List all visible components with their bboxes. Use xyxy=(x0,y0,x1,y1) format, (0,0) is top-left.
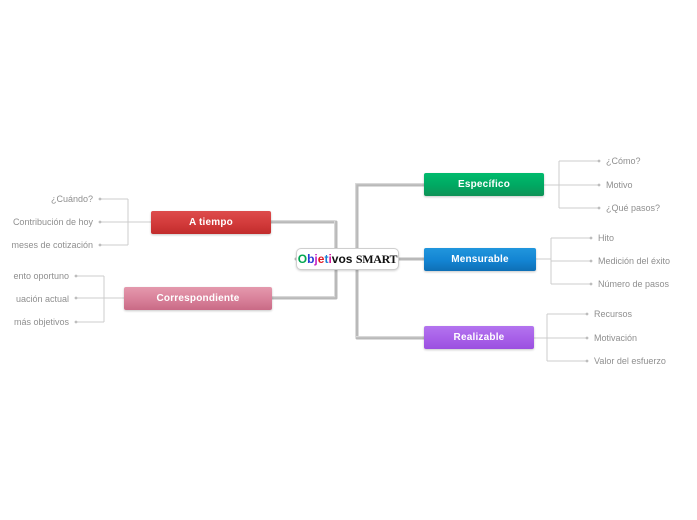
branch-label-especifico: Específico xyxy=(457,179,511,190)
subtree-especifico-markers xyxy=(597,159,601,210)
leaf-a-tiempo-0[interactable]: ¿Cuándo? xyxy=(50,194,93,204)
leaf-realizable-1[interactable]: Motivación xyxy=(594,333,638,343)
branch-node-realizable[interactable]: Realizable xyxy=(424,326,534,349)
leaf-especifico-2[interactable]: ¿Qué pasos? xyxy=(606,203,661,213)
leaf-especifico-0[interactable]: ¿Cómo? xyxy=(606,156,641,166)
subtree-especifico xyxy=(544,160,598,209)
leaf-realizable-0[interactable]: Recursos xyxy=(594,309,633,319)
subtree-realizable xyxy=(534,313,586,362)
branch-node-a-tiempo[interactable]: A tiempo xyxy=(151,211,271,234)
branch-label-correspondiente: Correspondiente xyxy=(156,293,240,304)
branch-node-mensurable[interactable]: Mensurable xyxy=(424,248,536,271)
branch-label-mensurable: Mensurable xyxy=(451,254,509,265)
branch-node-correspondiente[interactable]: Correspondiente xyxy=(124,287,272,310)
leaf-correspondiente-0[interactable]: ento oportuno xyxy=(13,271,69,281)
subtree-mensurable-markers xyxy=(589,236,593,286)
center-node-title: Objetivos SMART xyxy=(297,252,398,266)
subtree-correspondiente-markers xyxy=(74,274,78,324)
leaf-correspondiente-2[interactable]: más objetivos xyxy=(13,317,69,327)
leaf-mensurable-1[interactable]: Medición del éxito xyxy=(598,256,671,266)
leaf-realizable-2[interactable]: Valor del esfuerzo xyxy=(594,356,666,366)
leaf-especifico-1[interactable]: Motivo xyxy=(606,180,633,190)
branch-label-realizable: Realizable xyxy=(453,332,505,343)
leaf-a-tiempo-1[interactable]: Contribución de hoy xyxy=(12,217,93,227)
center-node[interactable]: Objetivos SMART xyxy=(296,248,399,270)
subtree-realizable-markers xyxy=(585,312,589,363)
subtree-correspondiente xyxy=(77,275,124,323)
leaf-mensurable-0[interactable]: Hito xyxy=(598,233,615,243)
subtree-a-tiempo xyxy=(101,198,151,246)
subtree-mensurable xyxy=(536,237,590,285)
branch-label-a-tiempo: A tiempo xyxy=(188,217,233,228)
subtree-a-tiempo-markers xyxy=(98,197,102,247)
leaf-mensurable-2[interactable]: Número de pasos xyxy=(598,279,670,289)
leaf-a-tiempo-2[interactable]: meses de cotización xyxy=(11,240,93,250)
branch-node-especifico[interactable]: Específico xyxy=(424,173,544,196)
leaf-correspondiente-1[interactable]: uación actual xyxy=(15,294,69,304)
